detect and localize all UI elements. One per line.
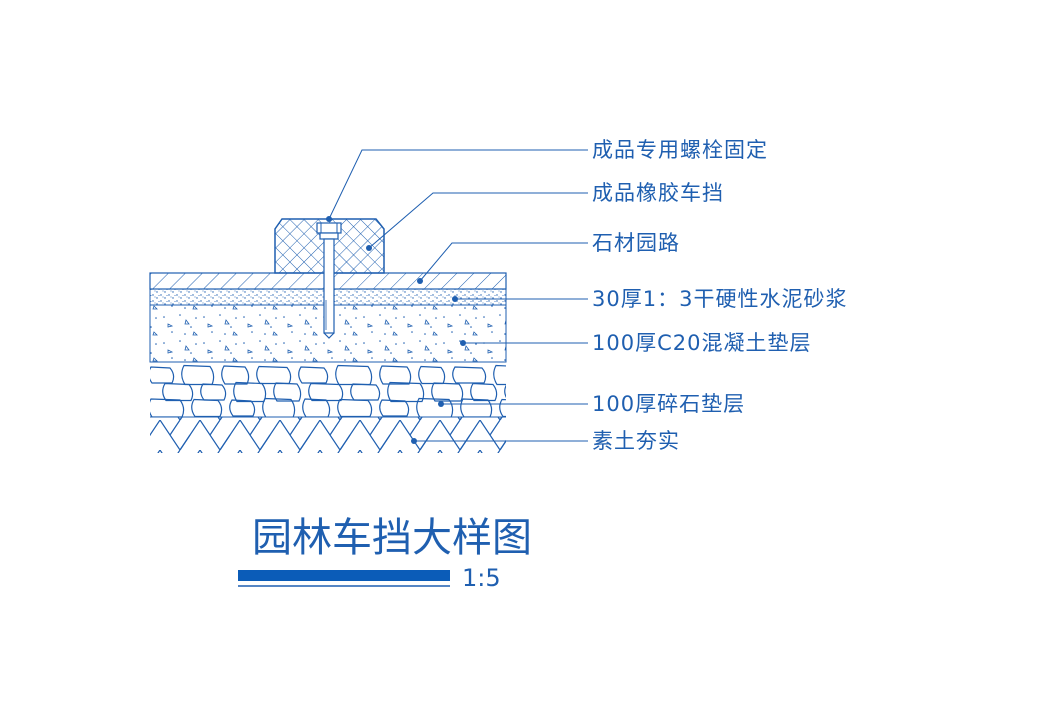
- gravel-stone: [273, 382, 302, 402]
- gravel-stone: [308, 382, 344, 402]
- gravel-layer: [150, 364, 506, 417]
- gravel-stone: [460, 398, 493, 417]
- drawing-scale: 1:5: [462, 564, 501, 592]
- gravel-stone: [150, 366, 175, 384]
- gravel-stone: [256, 365, 292, 385]
- gravel-stone: [229, 399, 256, 417]
- gravel-stone: [379, 365, 412, 385]
- gravel-stone: [162, 382, 194, 402]
- gravel-stone: [493, 364, 506, 386]
- gravel-stone: [302, 398, 331, 417]
- bolt-washer: [319, 232, 339, 240]
- bolt-shank: [323, 238, 335, 334]
- label-stone: 石材园路: [592, 231, 680, 255]
- gravel-stone: [416, 397, 454, 417]
- gravel-stone: [221, 365, 250, 385]
- gravel-stone: [431, 382, 464, 402]
- gravel-stone: [150, 398, 185, 417]
- label-rubber-stop: 成品橡胶车挡: [592, 181, 724, 205]
- title-bar: [238, 570, 450, 581]
- leader-lines: [328, 149, 588, 442]
- gravel-stone: [181, 364, 215, 386]
- gravel-stone: [337, 398, 373, 417]
- gravel-stone: [335, 364, 373, 386]
- gravel-stone: [504, 384, 506, 398]
- soil-layer: [150, 417, 506, 453]
- gravel-stone: [350, 383, 381, 401]
- label-mortar: 30厚1：3干硬性水泥砂浆: [592, 287, 848, 311]
- gravel-stone: [418, 365, 446, 385]
- label-concrete: 100厚C20混凝土垫层: [592, 331, 812, 355]
- label-soil: 素土夯实: [592, 429, 680, 453]
- label-bolt: 成品专用螺栓固定: [592, 138, 768, 162]
- gravel-stone: [499, 398, 506, 417]
- gravel-stone: [200, 383, 227, 401]
- label-gravel: 100厚碎石垫层: [592, 392, 746, 416]
- gravel-stone: [452, 366, 487, 384]
- gravel-stone: [233, 381, 267, 403]
- gravel-stone: [262, 397, 296, 417]
- gravel-stone: [191, 398, 223, 417]
- gravel-stone: [470, 382, 498, 402]
- gravel-stone: [379, 399, 410, 417]
- gravel-stone: [387, 381, 425, 403]
- drawing-title: 园林车挡大样图: [252, 515, 532, 561]
- gravel-stone: [298, 366, 329, 384]
- leader-dots: [326, 216, 466, 444]
